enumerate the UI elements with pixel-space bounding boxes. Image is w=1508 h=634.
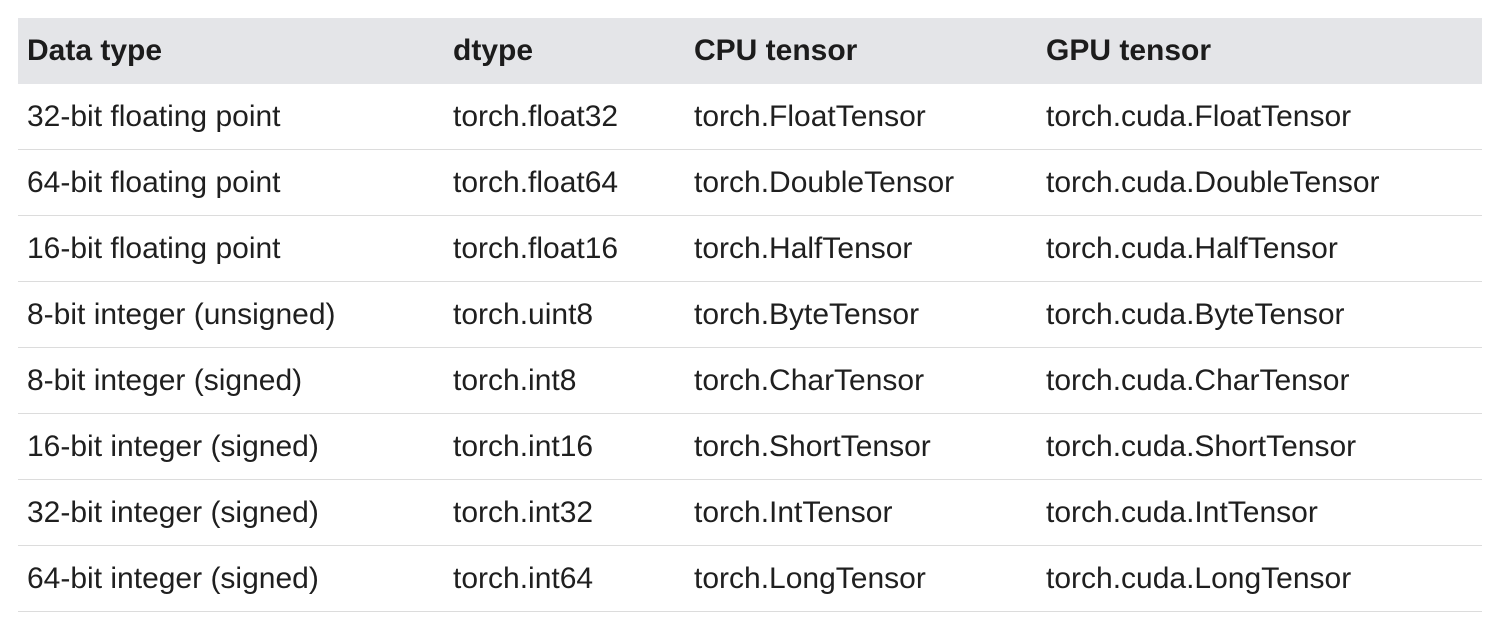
cell-cpu-tensor: torch.HalfTensor (685, 215, 1037, 282)
cell-data-type: 16-bit integer (signed) (18, 413, 444, 480)
cell-dtype: torch.int32 (444, 479, 685, 546)
cell-dtype: torch.float32 (444, 84, 685, 150)
cell-data-type: 64-bit floating point (18, 149, 444, 216)
cell-gpu-tensor: torch.cuda.FloatTensor (1037, 84, 1482, 150)
table-row: 32-bit integer (signed) torch.int32 torc… (18, 479, 1482, 546)
cell-gpu-tensor: torch.cuda.IntTensor (1037, 479, 1482, 546)
cell-data-type: 16-bit floating point (18, 215, 444, 282)
cell-data-type: 32-bit floating point (18, 84, 444, 150)
table-row: 64-bit integer (signed) torch.int64 torc… (18, 545, 1482, 612)
cell-gpu-tensor: torch.cuda.CharTensor (1037, 347, 1482, 414)
cell-cpu-tensor: torch.CharTensor (685, 347, 1037, 414)
cell-dtype: torch.int16 (444, 413, 685, 480)
cell-dtype: torch.float64 (444, 149, 685, 216)
table-row: 8-bit integer (signed) torch.int8 torch.… (18, 347, 1482, 414)
header-cpu-tensor: CPU tensor (694, 34, 858, 67)
cell-dtype: torch.int64 (444, 545, 685, 612)
cell-cpu-tensor: torch.LongTensor (685, 545, 1037, 612)
cell-dtype: torch.int8 (444, 347, 685, 414)
table-row: 32-bit floating point torch.float32 torc… (18, 84, 1482, 150)
cell-dtype: torch.uint8 (444, 281, 685, 348)
header-row: Data type dtype CPU tensor GPU tensor (18, 18, 1482, 84)
header-dtype: dtype (453, 34, 534, 67)
header-data-type: Data type (27, 34, 163, 67)
cell-gpu-tensor: torch.cuda.ShortTensor (1037, 413, 1482, 480)
cell-gpu-tensor: torch.cuda.DoubleTensor (1037, 149, 1482, 216)
cell-cpu-tensor: torch.IntTensor (685, 479, 1037, 546)
cell-cpu-tensor: torch.ShortTensor (685, 413, 1037, 480)
header-gpu-tensor: GPU tensor (1046, 34, 1212, 67)
table-body: 32-bit floating point torch.float32 torc… (18, 84, 1482, 612)
cell-gpu-tensor: torch.cuda.ByteTensor (1037, 281, 1482, 348)
cell-data-type: 8-bit integer (signed) (18, 347, 444, 414)
table-row: 64-bit floating point torch.float64 torc… (18, 149, 1482, 216)
cell-dtype: torch.float16 (444, 215, 685, 282)
cell-gpu-tensor: torch.cuda.LongTensor (1037, 545, 1482, 612)
table-row: 16-bit floating point torch.float16 torc… (18, 215, 1482, 282)
cell-cpu-tensor: torch.FloatTensor (685, 84, 1037, 150)
data-types-table-container: Data type dtype CPU tensor GPU tensor 32… (18, 18, 1482, 612)
cell-cpu-tensor: torch.DoubleTensor (685, 149, 1037, 216)
table-row: 16-bit integer (signed) torch.int16 torc… (18, 413, 1482, 480)
data-types-table: Data type dtype CPU tensor GPU tensor 32… (18, 18, 1482, 612)
table-header: Data type dtype CPU tensor GPU tensor (18, 18, 1482, 84)
cell-data-type: 8-bit integer (unsigned) (18, 281, 444, 348)
cell-cpu-tensor: torch.ByteTensor (685, 281, 1037, 348)
table-row: 8-bit integer (unsigned) torch.uint8 tor… (18, 281, 1482, 348)
cell-data-type: 32-bit integer (signed) (18, 479, 444, 546)
cell-data-type: 64-bit integer (signed) (18, 545, 444, 612)
cell-gpu-tensor: torch.cuda.HalfTensor (1037, 215, 1482, 282)
